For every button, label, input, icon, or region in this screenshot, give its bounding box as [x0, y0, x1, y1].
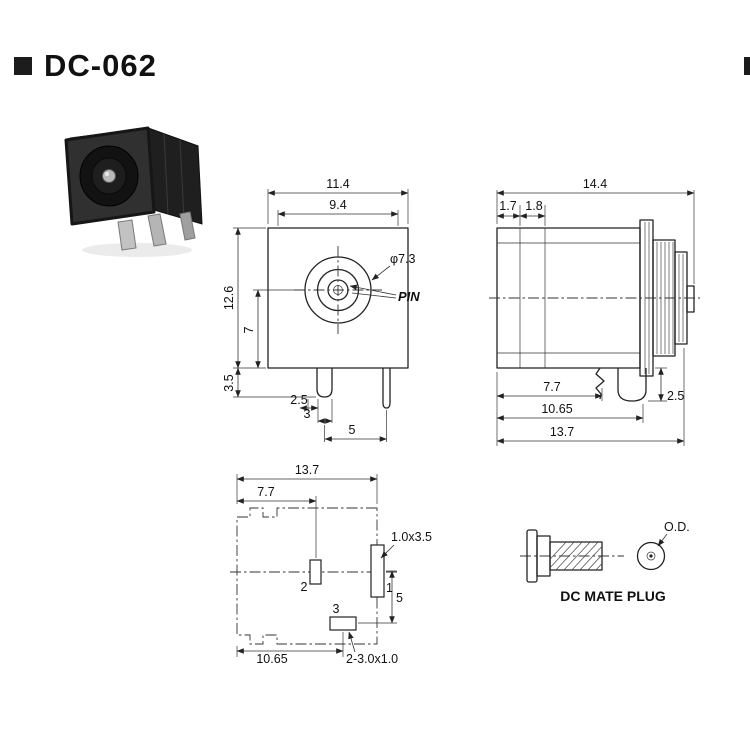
mate-plug-drawing: O.D. DC MATE PLUG: [520, 520, 690, 604]
side-dim-width-overall: 14.4: [583, 177, 607, 191]
footprint-pad1-size: 1.0x3.5: [391, 530, 432, 544]
side-body-details: [497, 228, 640, 368]
front-shield-pin: [316, 368, 333, 398]
side-dim-bottom-a: 7.7: [543, 380, 560, 394]
footprint-pad-1: [370, 544, 385, 598]
front-dim-height-center: 7: [242, 326, 256, 333]
product-pin-highlight: [105, 172, 109, 176]
side-dim-bottom-b: 10.65: [541, 402, 572, 416]
side-view-drawing: 14.4 1.7 1.8 7.7 10.65 13.7 2.5: [489, 177, 700, 446]
front-dim-width-outer: 11.4: [326, 177, 349, 191]
footprint-dim-width-partial: 7.7: [257, 485, 274, 499]
product-side-steps: [163, 133, 185, 220]
product-pin-1: [117, 219, 137, 251]
footprint-dim-bottom: 10.65: [256, 652, 287, 666]
page-header: DC-062: [0, 0, 750, 100]
front-dim-pin-a: 2.5: [290, 393, 307, 407]
front-dim-height-overall: 12.6: [222, 286, 236, 310]
section-bullet-icon: [14, 57, 32, 75]
footprint-dimension-lines: [236, 476, 395, 654]
footprint-pad1-label: 1: [386, 581, 393, 595]
product-image-3d: [64, 126, 203, 257]
side-dim-pin-length: 2.5: [667, 389, 684, 403]
product-pin-3: [179, 211, 196, 241]
front-dim-pin-b: 3: [304, 407, 311, 421]
footprint-pad3-size: 2-3.0x1.0: [346, 652, 398, 666]
side-dim-step-a: 1.7: [499, 199, 516, 213]
side-dim-step-b: 1.8: [525, 199, 542, 213]
front-dim-pin-pitch: 5: [349, 423, 356, 437]
side-center-pin: [686, 285, 695, 313]
front-pin-callout: PIN: [398, 289, 420, 304]
side-kinked-pin: [595, 367, 605, 400]
front-terminal-pin: [382, 368, 391, 409]
part-number-title: DC-062: [44, 48, 157, 83]
plug-end-view-center-dot: [649, 554, 653, 558]
footprint-pad-2: [309, 559, 322, 585]
front-dim-width-inner: 9.4: [329, 198, 346, 212]
front-dim-pin-length: 3.5: [222, 374, 236, 391]
front-dim-diameter: φ7.3: [390, 252, 416, 266]
front-body-outline: [267, 227, 409, 369]
plug-od-label: O.D.: [664, 520, 690, 534]
side-dim-bottom-c: 13.7: [550, 425, 574, 439]
side-dimension-lines: [496, 190, 695, 444]
product-shadow: [82, 243, 192, 257]
footprint-pad2-label: 2: [301, 580, 308, 594]
plug-barrel: [549, 541, 603, 571]
footprint-outline: [236, 507, 378, 645]
next-section-bullet-icon: [744, 57, 750, 75]
side-shield-pin: [617, 368, 647, 402]
pcb-footprint-drawing: 13.7 7.7 1 2 3 1.0x3.5 5 10.65 2-3.0x1.0: [230, 463, 432, 666]
plug-barrel-hatching: [550, 542, 602, 570]
product-center-pin: [102, 169, 116, 183]
plug-end-view-outer: [636, 541, 666, 571]
product-side-face: [147, 127, 203, 225]
plug-od-leader: [657, 533, 668, 547]
footprint-dim-pad-pitch: 5: [396, 591, 403, 605]
footprint-pad3-label: 3: [333, 602, 340, 616]
footprint-pad-3: [329, 616, 357, 631]
product-pin-2: [147, 213, 167, 247]
front-dimension-lines: [235, 190, 409, 442]
plug-caption: DC MATE PLUG: [560, 588, 666, 604]
footprint-dim-width-overall: 13.7: [295, 463, 319, 477]
front-extension-lines: [233, 189, 409, 442]
front-view-drawing: 11.4 9.4 12.6 7 3.5 2.5 3 5 φ7.3 PIN: [222, 177, 420, 442]
plug-end-view-inner: [646, 551, 656, 561]
